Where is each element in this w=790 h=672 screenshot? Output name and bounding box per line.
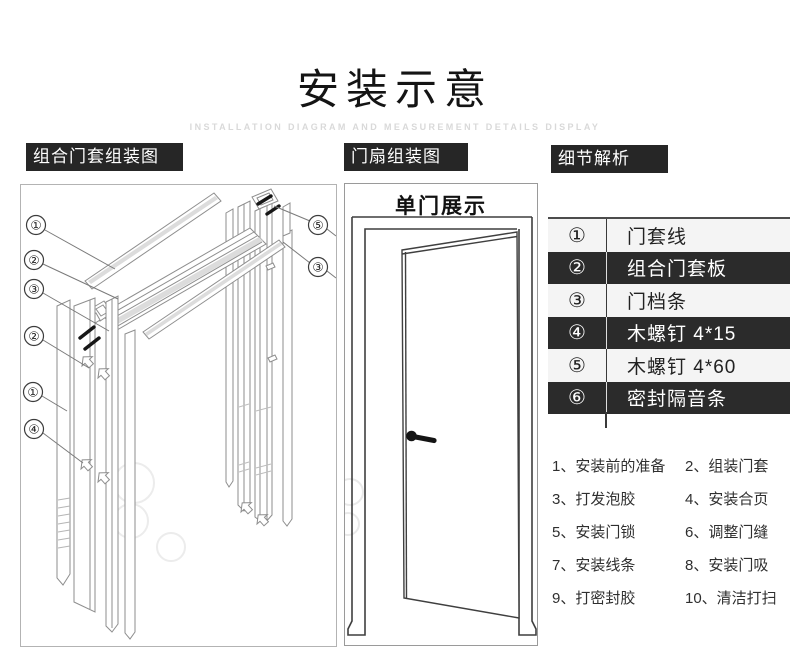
step-item: 5、安装门锁 [552, 524, 636, 541]
part-number: ③ [548, 284, 607, 317]
part-number: ⑤ [548, 349, 607, 382]
callout-leaders [41, 205, 336, 464]
callout-4: ② [28, 330, 39, 344]
board-frame-channel [87, 227, 267, 331]
step-item: 3、打发泡胶 [552, 491, 636, 508]
step-item: 2、组装门套 [685, 458, 769, 475]
part-number: ④ [548, 316, 607, 349]
part-label: 门档条 [627, 291, 688, 313]
part-label: 密封隔音条 [627, 389, 728, 411]
watermark [345, 478, 364, 536]
callout-1: ① [30, 219, 41, 233]
part-label: 门套线 [627, 226, 688, 248]
callout-8: ③ [312, 261, 323, 275]
frame-assembly-panel: ① ② ③ ② ① ④ ⑤ ③ [20, 184, 337, 647]
board-top-casing [84, 192, 222, 290]
door-leaf [401, 231, 520, 619]
part-label: 木螺钉 4*60 [627, 356, 737, 378]
door-panel-title: 单门展示 [395, 195, 487, 218]
hatch-marks [57, 497, 71, 549]
callout-2: ② [28, 254, 39, 268]
callout-7: ⑤ [312, 219, 323, 233]
table-row: ③ 门档条 [548, 284, 790, 317]
board-door-stop [142, 239, 286, 340]
page-title: 安装示意 [296, 66, 493, 113]
step-item: 6、调整门缝 [685, 524, 769, 541]
table-row: ⑤ 木螺钉 4*60 [548, 349, 790, 382]
callout-markers: ① ② ③ ② ① ④ ⑤ ③ [22, 214, 329, 440]
part-number: ⑥ [548, 381, 607, 414]
table-row: ⑥ 密封隔音条 [548, 381, 790, 414]
frame-assembly-diagram: ① ② ③ ② ① ④ ⑤ ③ [22, 188, 336, 640]
left-jamb-boards [56, 295, 136, 640]
section-header-door-assembly: 门扇组装图 [344, 143, 468, 171]
part-label: 组合门套板 [627, 259, 728, 281]
connector-clips [80, 262, 278, 527]
board-ticks [238, 403, 272, 476]
parts-table: ① 门套线 ② 组合门套板 ③ 门档条 ④ 木螺钉 4*15 ⑤ 木螺钉 4*6… [548, 217, 790, 414]
step-item: 9、打密封胶 [552, 590, 636, 607]
part-label: 木螺钉 4*15 [627, 324, 737, 346]
door-handle-icon [406, 430, 437, 444]
step-item: 7、安装线条 [552, 557, 636, 574]
section-header-frame-assembly: 组合门套组装图 [26, 143, 183, 171]
callout-3: ③ [28, 283, 39, 297]
section-header-details: 细节解析 [551, 145, 668, 173]
part-number: ② [548, 251, 607, 284]
door-display-panel [344, 183, 538, 646]
step-item: 1、安装前的准备 [552, 458, 666, 475]
installation-steps: 1、安装前的准备 2、组装门套 3、打发泡胶 4、安装合页 5、安装门锁 6、调… [552, 450, 788, 615]
page-subtitle: INSTALLATION DIAGRAM AND MEASUREMENT DET… [189, 122, 601, 132]
part-number: ① [548, 219, 607, 252]
step-item: 8、安装门吸 [685, 557, 769, 574]
table-row: ② 组合门套板 [548, 251, 790, 284]
table-divider-tail [605, 412, 607, 428]
table-row: ① 门套线 [548, 219, 790, 252]
single-door-diagram [345, 216, 537, 636]
table-row: ④ 木螺钉 4*15 [548, 316, 790, 349]
step-item: 4、安装合页 [685, 491, 769, 508]
callout-6: ④ [28, 423, 39, 437]
callout-5: ① [27, 386, 38, 400]
step-item: 10、清洁打扫 [685, 590, 777, 607]
